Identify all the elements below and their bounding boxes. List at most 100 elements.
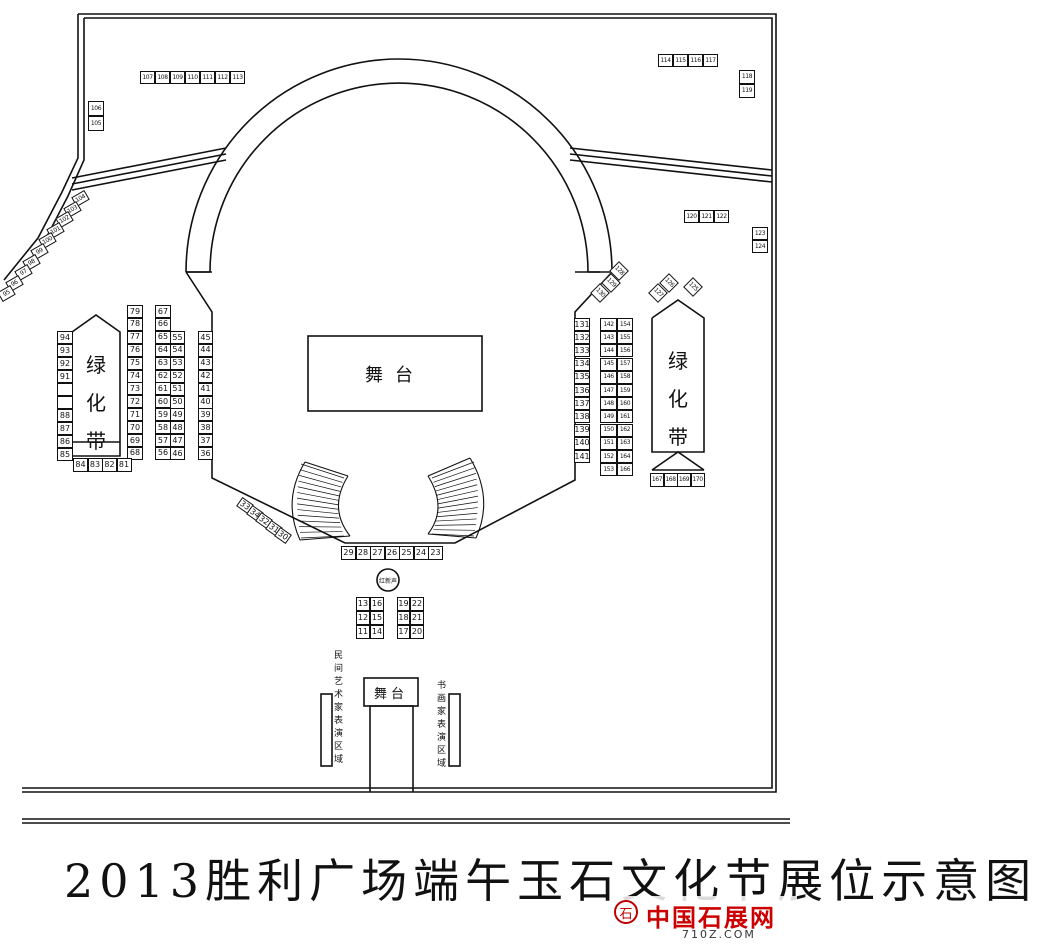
booth: 107: [140, 71, 155, 84]
booth: 17: [397, 625, 410, 639]
booth: 149: [600, 410, 617, 424]
red-marker-label: 红新声: [378, 577, 397, 585]
booth: 78: [127, 317, 143, 331]
watermark: 石 中国石展网 710Z.COM: [612, 896, 797, 948]
map-title: 2013胜利广场端午玉石文化节展位示意图: [64, 854, 1037, 908]
booth: 143: [600, 331, 617, 345]
booth: 123: [752, 227, 768, 240]
booth: 115: [673, 54, 688, 67]
booth: 141: [574, 450, 590, 463]
booth: 146: [600, 370, 617, 384]
booth: 132: [574, 331, 590, 345]
booth: 170: [690, 473, 705, 487]
booth: 106: [88, 101, 104, 116]
booth: 131: [574, 318, 590, 331]
booth: 77: [127, 330, 143, 344]
booth: 161: [617, 410, 633, 424]
right-zone-label: 书画家表演区域: [436, 681, 446, 769]
green-belt-right-label: 绿化带: [668, 349, 688, 449]
booth: 162: [617, 423, 633, 437]
booth: 86: [57, 435, 73, 448]
booth: 55: [170, 331, 185, 344]
booth: 110: [185, 71, 200, 84]
booth: 40: [198, 395, 213, 409]
booth: 59: [155, 408, 171, 422]
booth: 19: [397, 597, 410, 611]
booth: 153: [600, 463, 617, 477]
booth: 52: [170, 369, 185, 383]
booth: 23: [428, 546, 443, 560]
booth: 117: [703, 54, 718, 67]
booth: 120: [684, 210, 699, 223]
booth: 18: [397, 611, 410, 625]
main-stage-label: 舞台: [365, 364, 425, 386]
booth: 152: [600, 450, 617, 463]
booth: 20: [410, 625, 424, 639]
booth: 61: [155, 382, 171, 396]
booth: 76: [127, 343, 143, 357]
booth: 157: [617, 357, 633, 371]
booth: 51: [170, 382, 185, 396]
booth: 79: [127, 305, 143, 318]
booth: 116: [688, 54, 703, 67]
booth: 105: [88, 116, 104, 131]
booth: 109: [170, 71, 185, 84]
booth: 48: [170, 421, 185, 435]
booth: 147: [600, 384, 617, 397]
booth: 166: [617, 463, 633, 477]
booth: 12: [356, 611, 370, 625]
booth-map: 舞台 舞台 绿化带 绿化带 民间艺术家表演区域 书画家表演区域 红新声 20 13…: [0, 13, 1032, 948]
booth: 21: [410, 611, 424, 625]
booth: 92: [57, 357, 73, 370]
booth: 119: [739, 84, 755, 98]
watermark-url: 710Z.COM: [682, 928, 756, 941]
booth: 167: [650, 473, 664, 487]
left-zone-label: 民间艺术家表演区域: [333, 651, 343, 765]
booth: 87: [57, 422, 73, 435]
booth: 145: [600, 357, 617, 371]
booth: 70: [127, 421, 143, 435]
booth: 155: [617, 331, 633, 345]
booth: 169: [677, 473, 691, 487]
booth: 122: [714, 210, 729, 223]
booth: 58: [155, 421, 171, 435]
booth: 94: [57, 331, 73, 344]
booth: 151: [600, 436, 617, 450]
booth: 121: [699, 210, 714, 223]
booth: 67: [155, 305, 171, 318]
booth: 133: [574, 344, 590, 358]
watermark-name: 中国石展网: [646, 904, 776, 932]
booth: 38: [198, 421, 213, 435]
booth: 42: [198, 369, 213, 383]
booth: 108: [155, 71, 170, 84]
booth: 39: [198, 408, 213, 422]
booth: 135: [574, 370, 590, 384]
booth: 53: [170, 356, 185, 370]
booth: 137: [574, 397, 590, 411]
booth: 69: [127, 434, 143, 447]
map-lines: [3, 13, 790, 824]
booth: 71: [127, 408, 143, 422]
booth: 41: [198, 382, 213, 396]
booth: 44: [198, 343, 213, 357]
booth: 73: [127, 382, 143, 396]
booth: 138: [574, 410, 590, 424]
booth: 47: [170, 434, 185, 448]
booth: [57, 396, 73, 409]
booth: 36: [198, 447, 213, 461]
small-stage-label: 舞台: [373, 686, 408, 702]
booth: 28: [355, 546, 371, 560]
booth: 56: [155, 446, 171, 460]
booth: 156: [617, 344, 633, 358]
watermark-logo-icon: 石: [614, 900, 638, 924]
green-belt-left-label: 绿化带: [86, 353, 106, 453]
booth: 14: [370, 625, 384, 639]
booth: 124: [752, 240, 768, 253]
booth: 164: [617, 450, 633, 463]
booth: 50: [170, 395, 185, 409]
booth: 57: [155, 434, 171, 447]
booth: 15: [370, 611, 384, 625]
booth: 54: [170, 343, 185, 357]
booth: 139: [574, 423, 590, 437]
booth: 93: [57, 344, 73, 357]
